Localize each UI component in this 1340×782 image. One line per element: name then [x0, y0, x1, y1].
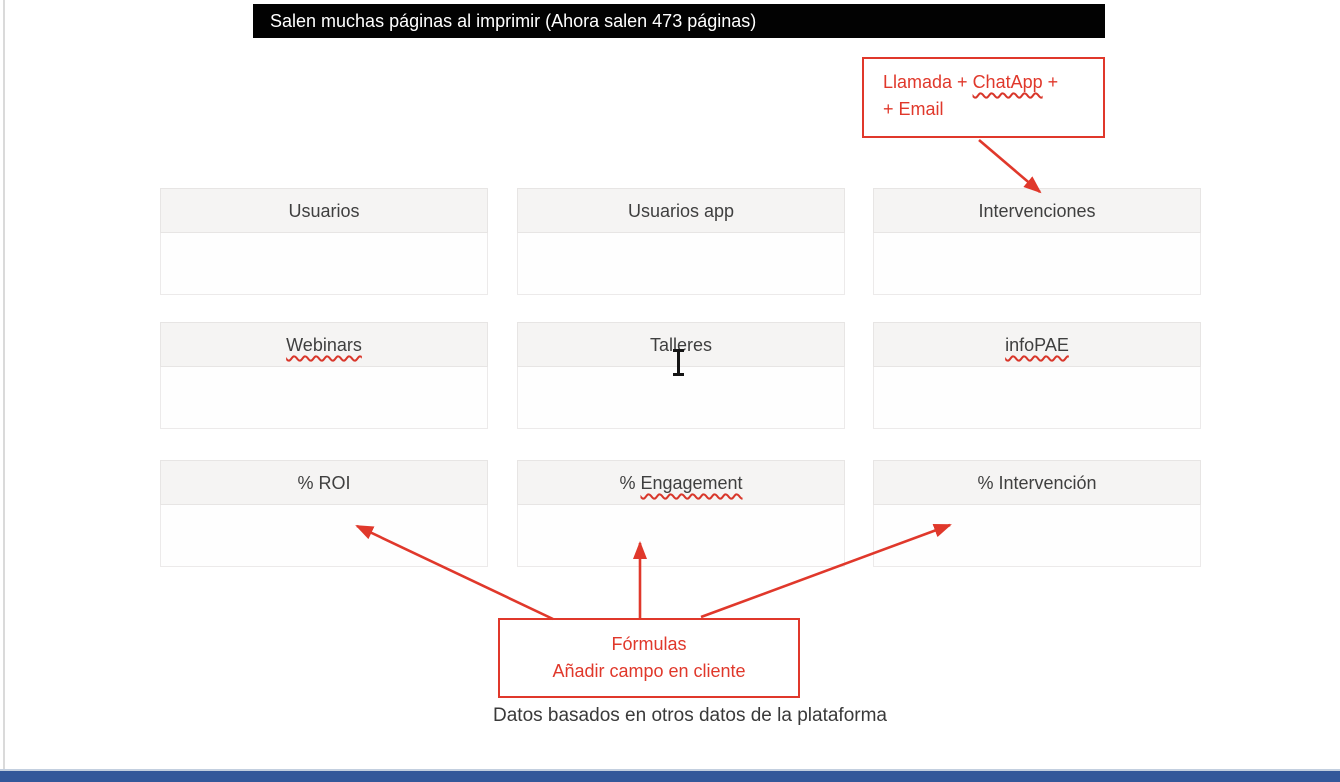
card-header: Webinars — [160, 322, 488, 367]
card-infopae[interactable]: infoPAE — [873, 322, 1201, 429]
caption-text: Datos basados en otros datos de la plata… — [493, 705, 887, 726]
annotation-line: + Email — [883, 99, 944, 119]
card-body[interactable] — [873, 367, 1201, 429]
misspelled-word: Engagement — [640, 473, 743, 493]
card-header: infoPAE — [873, 322, 1201, 367]
window-left-edge — [3, 0, 5, 782]
annotation-note-formulas[interactable]: Fórmulas Añadir campo en cliente — [498, 618, 800, 698]
misspelled-word: Webinars — [286, 335, 362, 355]
text-cursor-ibeam — [671, 349, 685, 376]
card-engagement[interactable]: % Engagement — [517, 460, 845, 567]
card-talleres[interactable]: Talleres — [517, 322, 845, 429]
taskbar-edge — [0, 769, 1340, 782]
card-body[interactable] — [517, 367, 845, 429]
card-roi[interactable]: % ROI — [160, 460, 488, 567]
card-body[interactable] — [160, 367, 488, 429]
card-header: Usuarios app — [517, 188, 845, 233]
card-body[interactable] — [517, 233, 845, 295]
annotation-line: Fórmulas — [611, 634, 687, 654]
card-body[interactable] — [873, 505, 1201, 567]
card-body[interactable] — [160, 233, 488, 295]
annotation-line: Llamada + ChatApp + — [883, 72, 1059, 92]
arrow-note-to-intervenciones — [978, 139, 1042, 194]
card-header: % Intervención — [873, 460, 1201, 505]
annotation-line: Añadir campo en cliente — [552, 661, 746, 681]
card-body[interactable] — [517, 505, 845, 567]
annotation-note-interventions[interactable]: Llamada + ChatApp + + Email — [862, 57, 1105, 138]
card-header: % Engagement — [517, 460, 845, 505]
print-warning-banner[interactable]: Salen muchas páginas al imprimir (Ahora … — [253, 4, 1105, 38]
card-usuarios-app[interactable]: Usuarios app — [517, 188, 845, 295]
card-intervencion-pct[interactable]: % Intervención — [873, 460, 1201, 567]
card-header: Talleres — [517, 322, 845, 367]
card-header: Usuarios — [160, 188, 488, 233]
misspelled-word: infoPAE — [1005, 335, 1069, 355]
card-header: % ROI — [160, 460, 488, 505]
misspelled-word: ChatApp — [972, 72, 1043, 92]
card-body[interactable] — [160, 505, 488, 567]
card-intervenciones[interactable]: Intervenciones — [873, 188, 1201, 295]
card-webinars[interactable]: Webinars — [160, 322, 488, 429]
card-header: Intervenciones — [873, 188, 1201, 233]
card-usuarios[interactable]: Usuarios — [160, 188, 488, 295]
card-body[interactable] — [873, 233, 1201, 295]
